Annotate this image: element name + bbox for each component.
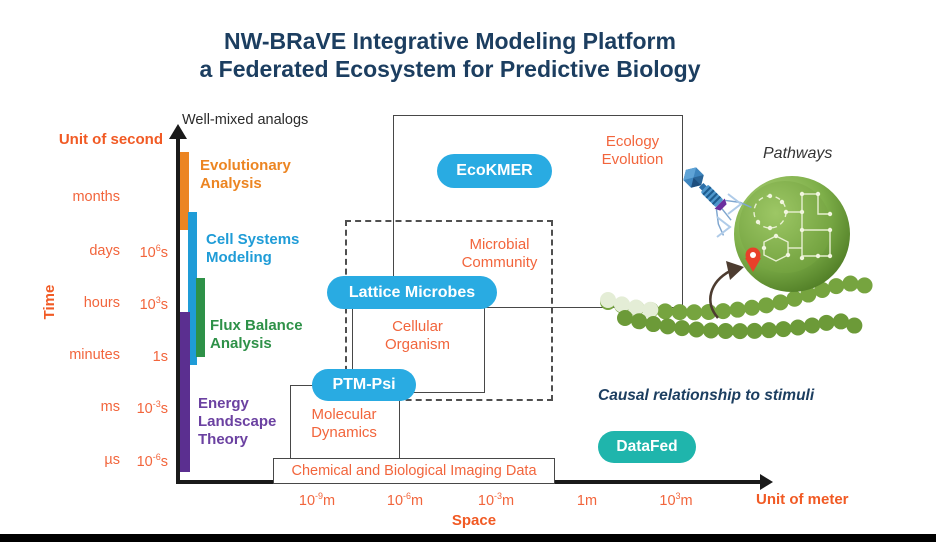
- causal-relationship-label: Causal relationship to stimuli: [598, 387, 815, 404]
- imaging-data-box: Chemical and Biological Imaging Data: [273, 458, 555, 484]
- time-axis-line: [176, 138, 180, 484]
- title-line-1: NW-BRaVE Integrative Modeling Platform: [224, 28, 676, 54]
- bar-flux-balance-analysis: [196, 278, 205, 357]
- location-pin-icon: [745, 247, 761, 272]
- space-tick-kilo: 103m: [659, 491, 693, 509]
- bar-energy-landscape-theory: [180, 312, 190, 472]
- page-title: NW-BRaVE Integrative Modeling Platform a…: [60, 27, 840, 83]
- curved-arrow-icon: [709, 261, 744, 319]
- datafed-button[interactable]: DataFed: [598, 431, 696, 463]
- pathways-label: Pathways: [763, 145, 833, 162]
- space-tick-micro: 10-6m: [386, 491, 424, 509]
- time-tick-ms: ms 10-3s: [100, 399, 168, 417]
- evolutionary-analysis-label: Evolutionary Analysis: [200, 157, 291, 192]
- time-tick-months: months: [72, 189, 120, 205]
- time-tick-hours: hours 103s: [83, 295, 168, 313]
- space-tick-milli: 10-3m: [477, 491, 515, 509]
- bottom-black-bar: [0, 534, 936, 542]
- microbial-community-label: Microbial Community: [461, 236, 538, 271]
- time-tick-us: µs 10-6s: [104, 452, 168, 470]
- energy-landscape-theory-label: Energy Landscape Theory: [198, 395, 277, 448]
- imaging-data-label: Chemical and Biological Imaging Data: [291, 463, 537, 479]
- time-tick-days: days 106s: [89, 243, 168, 261]
- well-mixed-analogs-note: Well-mixed analogs: [182, 112, 309, 128]
- molecular-dynamics-label: Molecular Dynamics: [311, 406, 377, 441]
- microbial-chain-graphic: [600, 275, 880, 340]
- pathways-sphere-graphic: [734, 176, 850, 292]
- cell-systems-modeling-label: Cell Systems Modeling: [206, 231, 300, 266]
- ecology-evolution-box: [393, 115, 683, 308]
- title-line-2: a Federated Ecosystem for Predictive Bio…: [199, 56, 701, 82]
- pathway-network-nodes: [755, 191, 833, 261]
- space-axis-arrowhead: [760, 474, 773, 490]
- time-axis-arrowhead: [169, 124, 187, 139]
- space-tick-nano: 10-9m: [298, 491, 336, 509]
- right-graphics: [600, 167, 880, 340]
- flux-balance-analysis-label: Flux Balance Analysis: [210, 317, 303, 352]
- space-tick-one: 1m: [576, 492, 598, 509]
- motion-chevrons-icon: [716, 193, 743, 238]
- ecokmer-button[interactable]: EcoKMER: [437, 154, 552, 188]
- lattice-microbes-button[interactable]: Lattice Microbes: [327, 276, 497, 309]
- cellular-organism-label: Cellular Organism: [384, 318, 451, 353]
- microbial-community-dashed-box: [345, 220, 553, 401]
- ptm-psi-button[interactable]: PTM-Psi: [312, 369, 416, 401]
- space-axis-unit-header: Unit of meter: [756, 491, 849, 508]
- time-tick-minutes: minutes 1s: [69, 347, 168, 365]
- ecology-evolution-label: Ecology Evolution: [601, 133, 664, 168]
- time-axis-unit-header: Unit of second: [58, 131, 163, 148]
- space-axis-label: Space: [451, 512, 497, 529]
- bar-cell-systems-modeling: [188, 212, 197, 365]
- bar-evolutionary-analysis: [180, 152, 189, 230]
